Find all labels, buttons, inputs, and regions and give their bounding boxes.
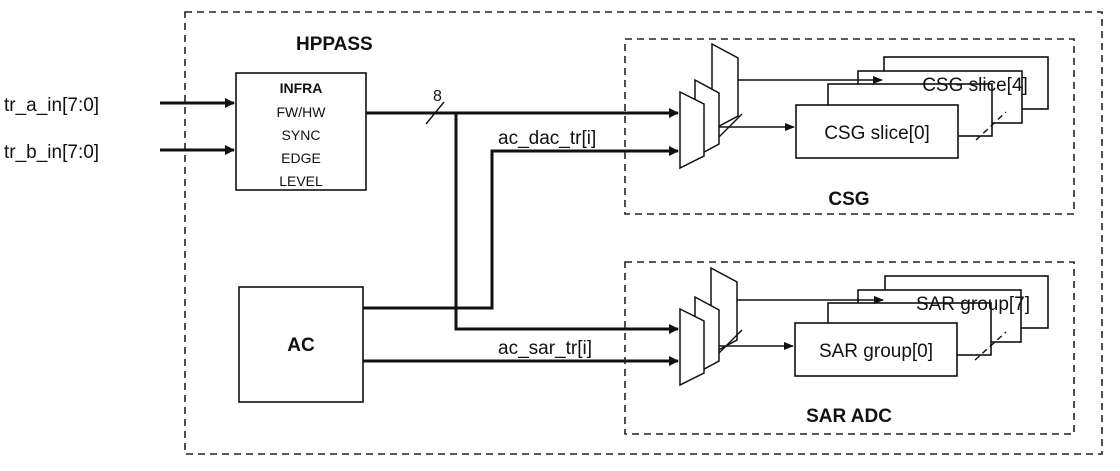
csg-slice-4-label: CSG slice[4]: [922, 75, 1028, 96]
input-label-tr-b: tr_b_in[7:0]: [4, 142, 99, 163]
sar-group-0-label: SAR group[0]: [819, 341, 933, 362]
ac-block: [238, 286, 364, 403]
csg-slice-0-box: [795, 104, 959, 159]
sar-adc-title: SAR ADC: [806, 406, 892, 427]
infra-line-level: LEVEL: [279, 173, 323, 189]
ac-dac-wire: [363, 146, 679, 310]
infra-to-sar-wire: [454, 113, 679, 334]
bus-slash: [425, 101, 445, 125]
ac-dac-label: ac_dac_tr[i]: [498, 128, 596, 149]
infra-block: [235, 72, 367, 191]
infra-line-fwhw: FW/HW: [277, 104, 327, 120]
ac-sar-label: ac_sar_tr[i]: [498, 338, 592, 359]
sar-adc-region: [624, 261, 1075, 435]
infra-title: INFRA: [280, 80, 323, 96]
csg-mux-front: [679, 90, 705, 170]
input-label-tr-a: tr_a_in[7:0]: [4, 95, 99, 116]
hppass-title: HPPASS: [296, 34, 373, 55]
csg-title: CSG: [828, 189, 869, 210]
sar-mux-slash: [718, 329, 743, 354]
csg-stack-dashes: [975, 111, 1007, 141]
ac-title: AC: [287, 335, 315, 356]
sar-mux-front: [679, 307, 705, 387]
sar-stack-dashes: [974, 331, 1007, 361]
csg-slice-0-label: CSG slice[0]: [824, 123, 930, 144]
infra-line-sync: SYNC: [282, 127, 321, 143]
csg-mux-slash: [718, 113, 743, 138]
sar-group-0-box: [794, 322, 958, 377]
sar-group-7-label: SAR group[7]: [916, 294, 1030, 315]
infra-line-edge: EDGE: [281, 150, 321, 166]
bus-width-label: 8: [433, 88, 442, 105]
hppass-boundary: [184, 11, 1103, 455]
